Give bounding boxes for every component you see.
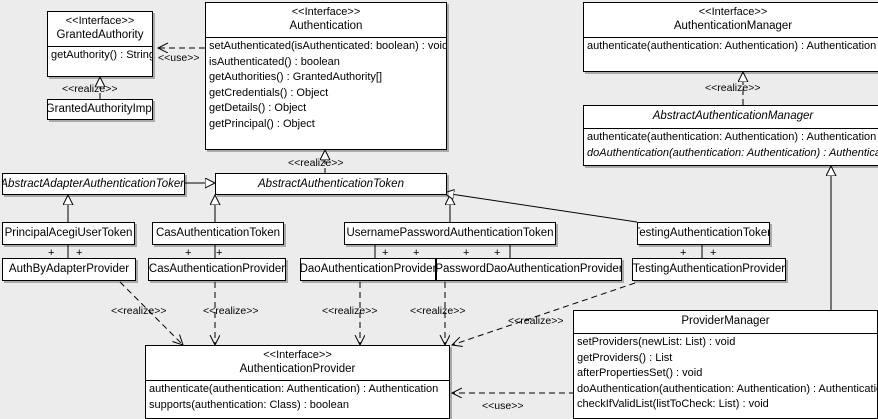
edge-label-realize-auth-by-adapter: <<realize>> xyxy=(111,305,167,317)
stereotype-label: <<Interface>> xyxy=(65,15,135,27)
plus-marker-username-dao-left: + xyxy=(382,247,389,259)
stereotype-label: <<Interface>> xyxy=(698,6,768,18)
edge-label-use-provider-manager: <<use>> xyxy=(482,400,524,412)
class-box-cas-authentication-token[interactable]: CasAuthenticationToken xyxy=(152,222,284,245)
edge-label-realize-abstract-token: <<realize>> xyxy=(288,157,344,169)
method-item: getProviders() : List xyxy=(577,351,673,364)
method-item: getCredentials() : Object xyxy=(209,86,329,99)
method-item: getAuthorities() : GrantedAuthority[] xyxy=(209,71,383,83)
class-header: <<Interface>> AuthenticationProvider xyxy=(146,346,449,380)
class-name: PasswordDaoAuthenticationProvider xyxy=(436,263,622,275)
class-box-granted-authority[interactable]: <<Interface>> GrantedAuthority getAuthor… xyxy=(47,11,153,77)
class-header: ProviderManager xyxy=(574,311,877,333)
class-box-abstract-adapter-authentication-token[interactable]: AbstractAdapterAuthenticationToken xyxy=(2,173,185,195)
class-methods: authenticate(authentication: Authenticat… xyxy=(146,380,449,414)
class-box-abstract-authentication-manager[interactable]: AbstractAuthenticationManager authentica… xyxy=(583,105,878,166)
edge-label-realize-cas-provider: <<realize>> xyxy=(203,305,259,317)
plus-marker-testing-right: + xyxy=(710,247,717,259)
class-name: CasAuthenticationToken xyxy=(155,227,281,239)
edge-label-realize-password-dao-provider: <<realize>> xyxy=(410,305,466,317)
class-box-testing-authentication-provider[interactable]: TestingAuthenticationProvider xyxy=(632,258,786,281)
class-name: AbstractAdapterAuthenticationToken xyxy=(2,177,185,190)
plus-marker-username-pwd-left: + xyxy=(463,247,470,259)
class-box-provider-manager[interactable]: ProviderManager setProviders(newList: Li… xyxy=(573,310,878,419)
class-name: ProviderManager xyxy=(681,315,770,327)
class-name: AbstractAuthenticationManager xyxy=(652,110,814,122)
class-methods: setAuthenticated(isAuthenticated: boolea… xyxy=(206,37,446,133)
class-box-password-dao-authentication-provider[interactable]: PasswordDaoAuthenticationProvider xyxy=(436,258,622,281)
stereotype-label: <<Interface>> xyxy=(291,6,361,18)
method-item: setProviders(newList: List) : void xyxy=(577,336,736,348)
method-item: doAuthentication(authentication: Authent… xyxy=(577,382,878,395)
class-name: TestingAuthenticationProvider xyxy=(632,263,786,275)
edge-testing-authentication-token-extends xyxy=(444,193,638,223)
method-item: setAuthenticated(isAuthenticated: boolea… xyxy=(209,40,447,52)
edge-label-realize-abstract-manager: <<realize>> xyxy=(705,82,761,94)
class-box-abstract-authentication-token[interactable]: AbstractAuthenticationToken xyxy=(215,173,447,195)
method-item: isAuthenticated() : boolean xyxy=(209,55,340,68)
class-name: TestingAuthenticationToken xyxy=(637,227,770,239)
method-item: authenticate(authentication: Authenticat… xyxy=(149,383,439,395)
class-name: PrincipalAcegiUserToken xyxy=(4,227,133,239)
method-item: getDetails() : Object xyxy=(209,102,307,114)
method-item: supports(authentication: Class) : boolea… xyxy=(149,398,349,411)
class-box-authentication-manager[interactable]: <<Interface>> AuthenticationManager auth… xyxy=(583,2,878,72)
class-header: <<Interface>> AuthenticationManager xyxy=(584,3,878,37)
edge-label-realize-testing-provider: <<realize>> xyxy=(508,315,564,327)
plus-marker-principal-right: + xyxy=(76,247,83,259)
plus-marker-principal-left: + xyxy=(48,247,55,259)
class-name: AuthByAdapterProvider xyxy=(8,263,130,275)
plus-marker-cas-left: + xyxy=(185,247,192,259)
method-item: doAuthentication(authentication: Authent… xyxy=(587,146,878,159)
class-name: AuthenticationManager xyxy=(673,20,793,32)
edge-label-use-granted-authority: <<use>> xyxy=(158,52,200,64)
method-item: getAuthority() : String xyxy=(51,49,153,61)
plus-marker-username-dao-right: + xyxy=(413,247,420,259)
edge-label-realize-granted-authority-impl: <<realize>> xyxy=(62,83,118,95)
plus-marker-testing-left: + xyxy=(680,247,687,259)
method-item: afterPropertiesSet() : void xyxy=(577,367,703,379)
class-box-principal-acegi-user-token[interactable]: PrincipalAcegiUserToken xyxy=(2,222,135,245)
class-box-authentication[interactable]: <<Interface>> Authentication setAuthenti… xyxy=(205,2,447,150)
class-name: GrantedAuthority xyxy=(56,29,144,41)
class-methods: authenticate(authentication: Authenticat… xyxy=(584,128,878,162)
class-name: AbstractAuthenticationToken xyxy=(258,177,404,190)
class-name: CasAuthenticationProvider xyxy=(148,263,286,275)
method-item: authenticate(authentication: Authenticat… xyxy=(587,131,877,143)
class-name: UsernamePasswordAuthenticationToken xyxy=(346,227,554,239)
class-box-granted-authority-impl[interactable]: GrantedAuthorityImpl xyxy=(47,99,153,120)
class-box-dao-authentication-provider[interactable]: DaoAuthenticationProvider xyxy=(300,258,436,281)
class-header: AbstractAuthenticationManager xyxy=(584,106,878,128)
class-name: GrantedAuthorityImpl xyxy=(47,103,153,115)
stereotype-label: <<Interface>> xyxy=(263,349,332,361)
class-box-authentication-provider[interactable]: <<Interface>> AuthenticationProvider aut… xyxy=(145,345,450,419)
method-item: authenticate(authentication: Authenticat… xyxy=(587,40,877,52)
class-box-auth-by-adapter-provider[interactable]: AuthByAdapterProvider xyxy=(2,258,136,281)
class-box-username-password-authentication-token[interactable]: UsernamePasswordAuthenticationToken xyxy=(344,222,556,245)
class-name: DaoAuthenticationProvider xyxy=(300,263,436,275)
method-item: getPrincipal() : Object xyxy=(209,117,315,130)
plus-marker-username-pwd-right: + xyxy=(494,247,501,259)
class-methods: setProviders(newList: List) : void getPr… xyxy=(574,333,877,414)
edge-label-realize-dao-provider: <<realize>> xyxy=(322,305,378,317)
class-header: <<Interface>> GrantedAuthority xyxy=(48,12,152,46)
plus-marker-cas-right: + xyxy=(216,247,223,259)
class-name: AuthenticationProvider xyxy=(239,363,356,375)
class-name: Authentication xyxy=(289,20,363,32)
class-methods: authenticate(authentication: Authenticat… xyxy=(584,37,878,56)
class-header: <<Interface>> Authentication xyxy=(206,3,446,37)
method-item: checkIfValidList(listToCheck: List) : vo… xyxy=(577,398,769,410)
class-methods: getAuthority() : String xyxy=(48,46,152,65)
class-box-cas-authentication-provider[interactable]: CasAuthenticationProvider xyxy=(148,258,286,281)
class-box-testing-authentication-token[interactable]: TestingAuthenticationToken xyxy=(637,222,770,245)
